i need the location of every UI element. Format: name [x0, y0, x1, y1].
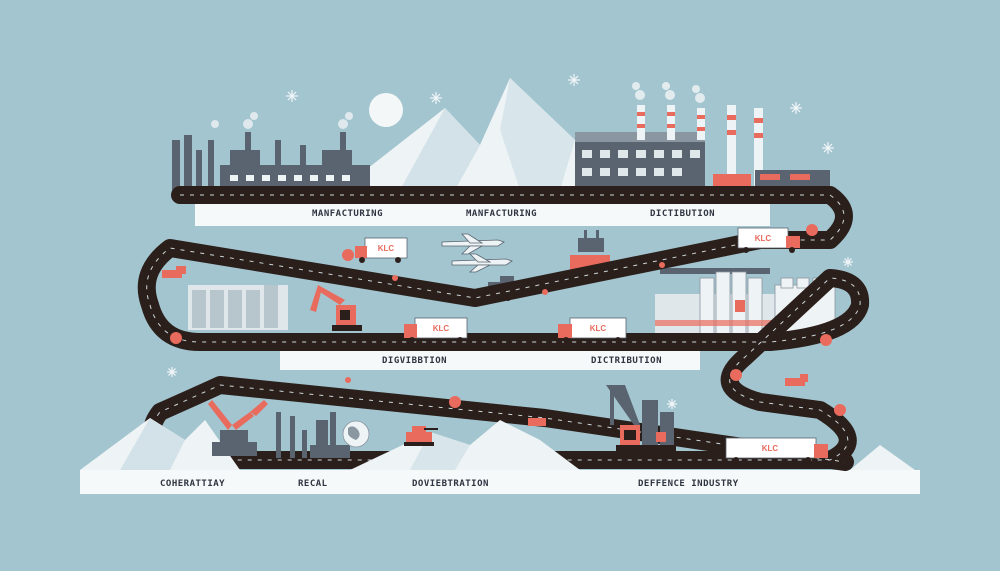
factory-icon — [575, 82, 830, 190]
label-manufacturing-2: MANFACTURING — [466, 209, 537, 219]
label-defence-industry: DEFFENCE INDUSTRY — [638, 479, 739, 489]
airplane-icon — [441, 233, 513, 273]
label-demonstration: DOVIEBTRATION — [412, 479, 489, 489]
factory-icon — [276, 412, 350, 458]
truck-logo: KLC — [755, 234, 772, 243]
label-distribution-middle-1: DIGVIBBTION — [382, 356, 447, 366]
globe-icon — [342, 420, 370, 448]
truck-icon: KLC — [558, 317, 627, 343]
label-distribution-top: DICTIBUTION — [650, 209, 715, 219]
mountain-icon — [80, 418, 915, 470]
sun-icon — [369, 93, 403, 127]
label-recall: RECAL — [298, 479, 328, 489]
truck-icon: KLC — [355, 237, 408, 263]
label-cooperative: COHERATTIAY — [160, 479, 225, 489]
crane-icon — [606, 385, 676, 453]
excavator-icon — [310, 285, 362, 331]
crane-icon — [208, 400, 268, 456]
snowflake-icon — [167, 74, 853, 409]
tank-icon — [404, 426, 438, 446]
mountain-icon — [340, 78, 610, 190]
factory-icon — [172, 112, 370, 190]
waypoint-marker — [170, 224, 846, 416]
truck-logo: KLC — [433, 324, 450, 333]
truck-logo: KLC — [378, 244, 395, 253]
truck-logo: KLC — [590, 324, 607, 333]
truck-icon: KLC — [725, 437, 828, 463]
truck-icon: KLC — [404, 317, 468, 343]
factory-icon — [188, 285, 288, 330]
road-center-line — [146, 194, 861, 463]
truck-icon: KLC — [737, 227, 800, 253]
label-manufacturing-1: MANFACTURING — [312, 209, 383, 219]
truck-logo: KLC — [762, 444, 779, 453]
label-distribution-middle-2: DICTRIBUTION — [591, 356, 662, 366]
truck-icon — [162, 266, 808, 426]
